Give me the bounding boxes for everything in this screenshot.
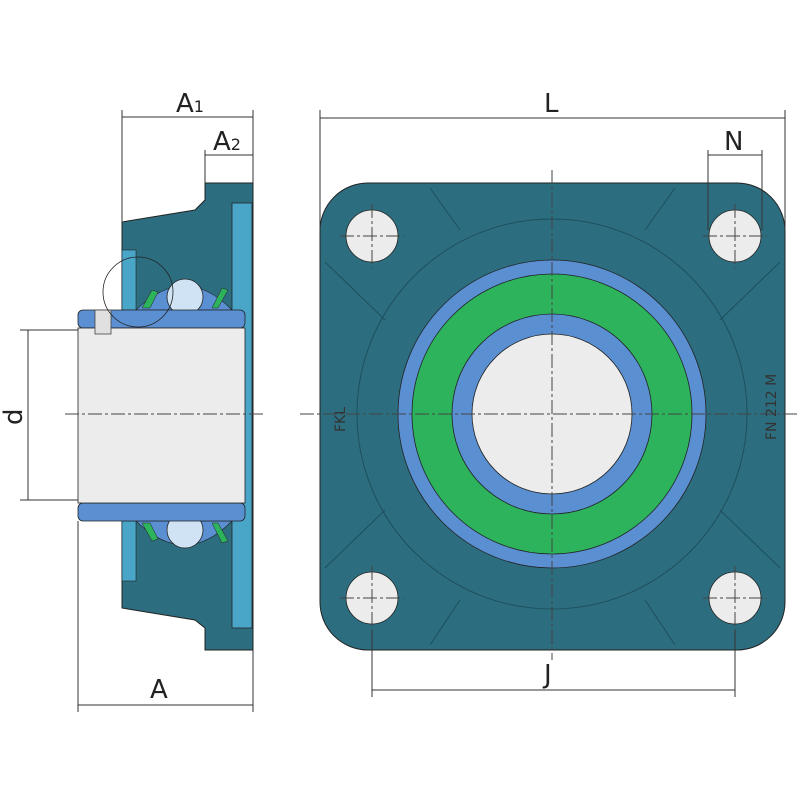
dim-j-label: J bbox=[542, 660, 552, 690]
set-screw bbox=[94, 309, 112, 335]
dim-n-label: N bbox=[724, 127, 743, 157]
dim-a2-label: A2 bbox=[213, 127, 241, 157]
dimensions: A1 A2 L N d A J bbox=[0, 89, 786, 712]
detail-circle bbox=[102, 256, 174, 328]
inner-ring-bottom bbox=[77, 502, 246, 522]
shaft-bore bbox=[77, 327, 246, 504]
dim-a-label: A bbox=[150, 675, 168, 705]
front-view: FKL FN 212 M bbox=[300, 170, 800, 660]
dim-a1-label: A1 bbox=[176, 89, 204, 119]
marking-fkl: FKL bbox=[333, 407, 349, 432]
dim-l-label: L bbox=[544, 89, 559, 119]
marking-model: FN 212 M bbox=[764, 374, 780, 440]
dim-d-label: d bbox=[0, 408, 29, 425]
side-section-view bbox=[65, 182, 265, 651]
